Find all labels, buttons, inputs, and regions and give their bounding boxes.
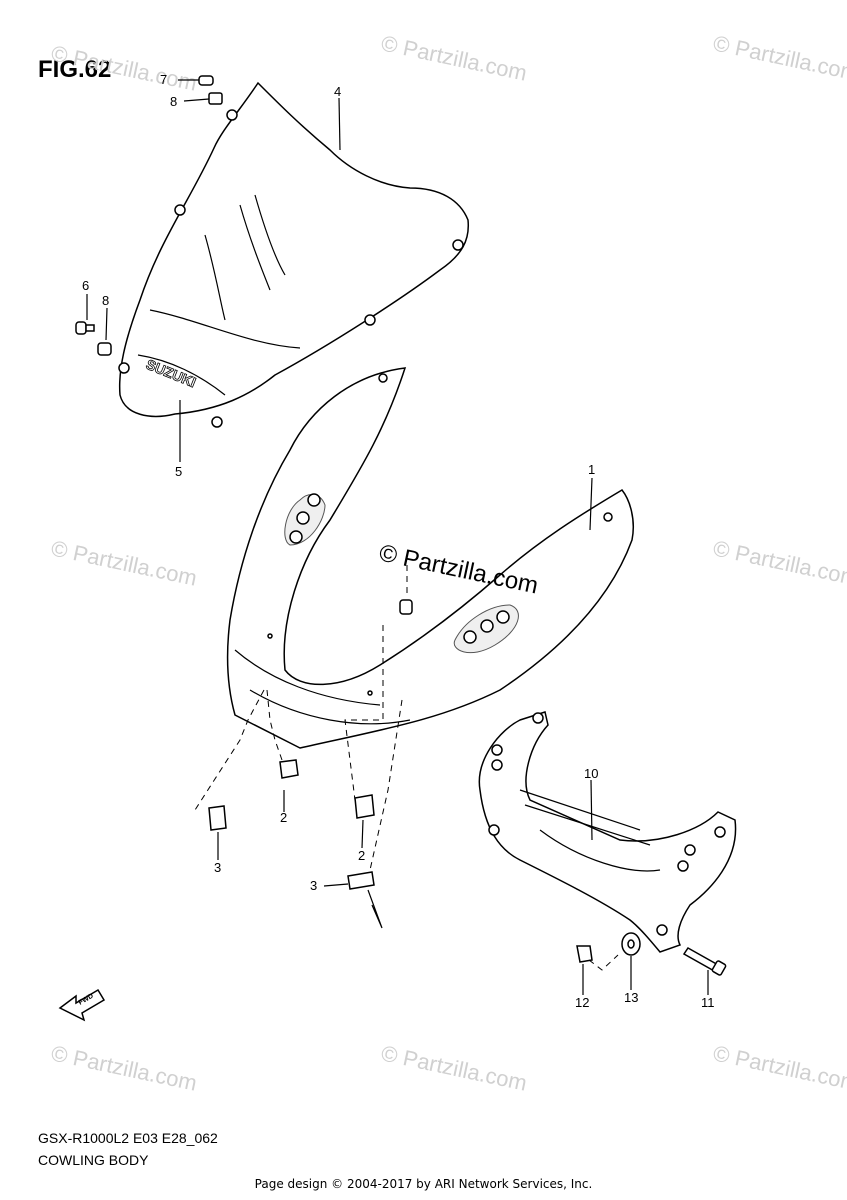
callout-2: 2 [280,810,287,825]
pad-3-right[interactable] [347,871,375,890]
screw-6[interactable] [75,294,95,335]
callout-11: 11 [701,995,715,1010]
watermark-text: © Partzilla.com [711,535,847,590]
callout-4: 4 [334,84,341,99]
cowling-bracket-part[interactable] [478,711,737,953]
watermark-text: © Partzilla.com [49,40,199,95]
callout-2: 2 [358,848,365,863]
watermark-text: © Partzilla.com [711,1040,847,1095]
pad-3-left[interactable] [208,805,227,831]
watermark-text: © Partzilla.com [711,30,847,85]
callout-13: 13 [624,990,638,1005]
nut-12[interactable] [576,945,593,963]
pad-2-right[interactable] [354,794,375,819]
windscreen-part[interactable]: SUZUKI [118,81,470,428]
callout-7: 7 [160,72,167,87]
copyright-notice: Page design © 2004-2017 by ARI Network S… [254,1177,593,1191]
clip-part[interactable] [399,565,413,615]
washer-13[interactable] [621,932,641,956]
center-watermark: © Partzilla.com [377,539,541,599]
nut-8-top[interactable] [183,92,223,105]
bolt-11[interactable] [682,947,727,976]
callout-12: 12 [575,995,589,1010]
screw-7[interactable] [178,75,214,86]
fwd-arrow-icon: FWD [58,988,106,1022]
callout-6: 6 [82,278,89,293]
cowling-body-part[interactable] [226,367,634,749]
callout-3: 3 [214,860,221,875]
callout-10: 10 [584,766,598,781]
callout-8: 8 [170,94,177,109]
callout-8: 8 [102,293,109,308]
figure-title: FIG.62 [38,56,112,83]
callout-5: 5 [175,464,182,479]
callout-1: 1 [588,462,595,477]
watermark-text: © Partzilla.com [49,535,199,590]
model-code: GSX-R1000L2 E03 E28_062 [38,1130,218,1146]
watermark-text: © Partzilla.com [379,30,529,85]
callout-3: 3 [310,878,317,893]
nut-8-left[interactable] [97,307,112,356]
pad-2-left[interactable] [279,759,299,779]
watermark-text: © Partzilla.com [379,1040,529,1095]
watermark-text: © Partzilla.com [49,1040,199,1095]
section-name: COWLING BODY [38,1152,149,1168]
